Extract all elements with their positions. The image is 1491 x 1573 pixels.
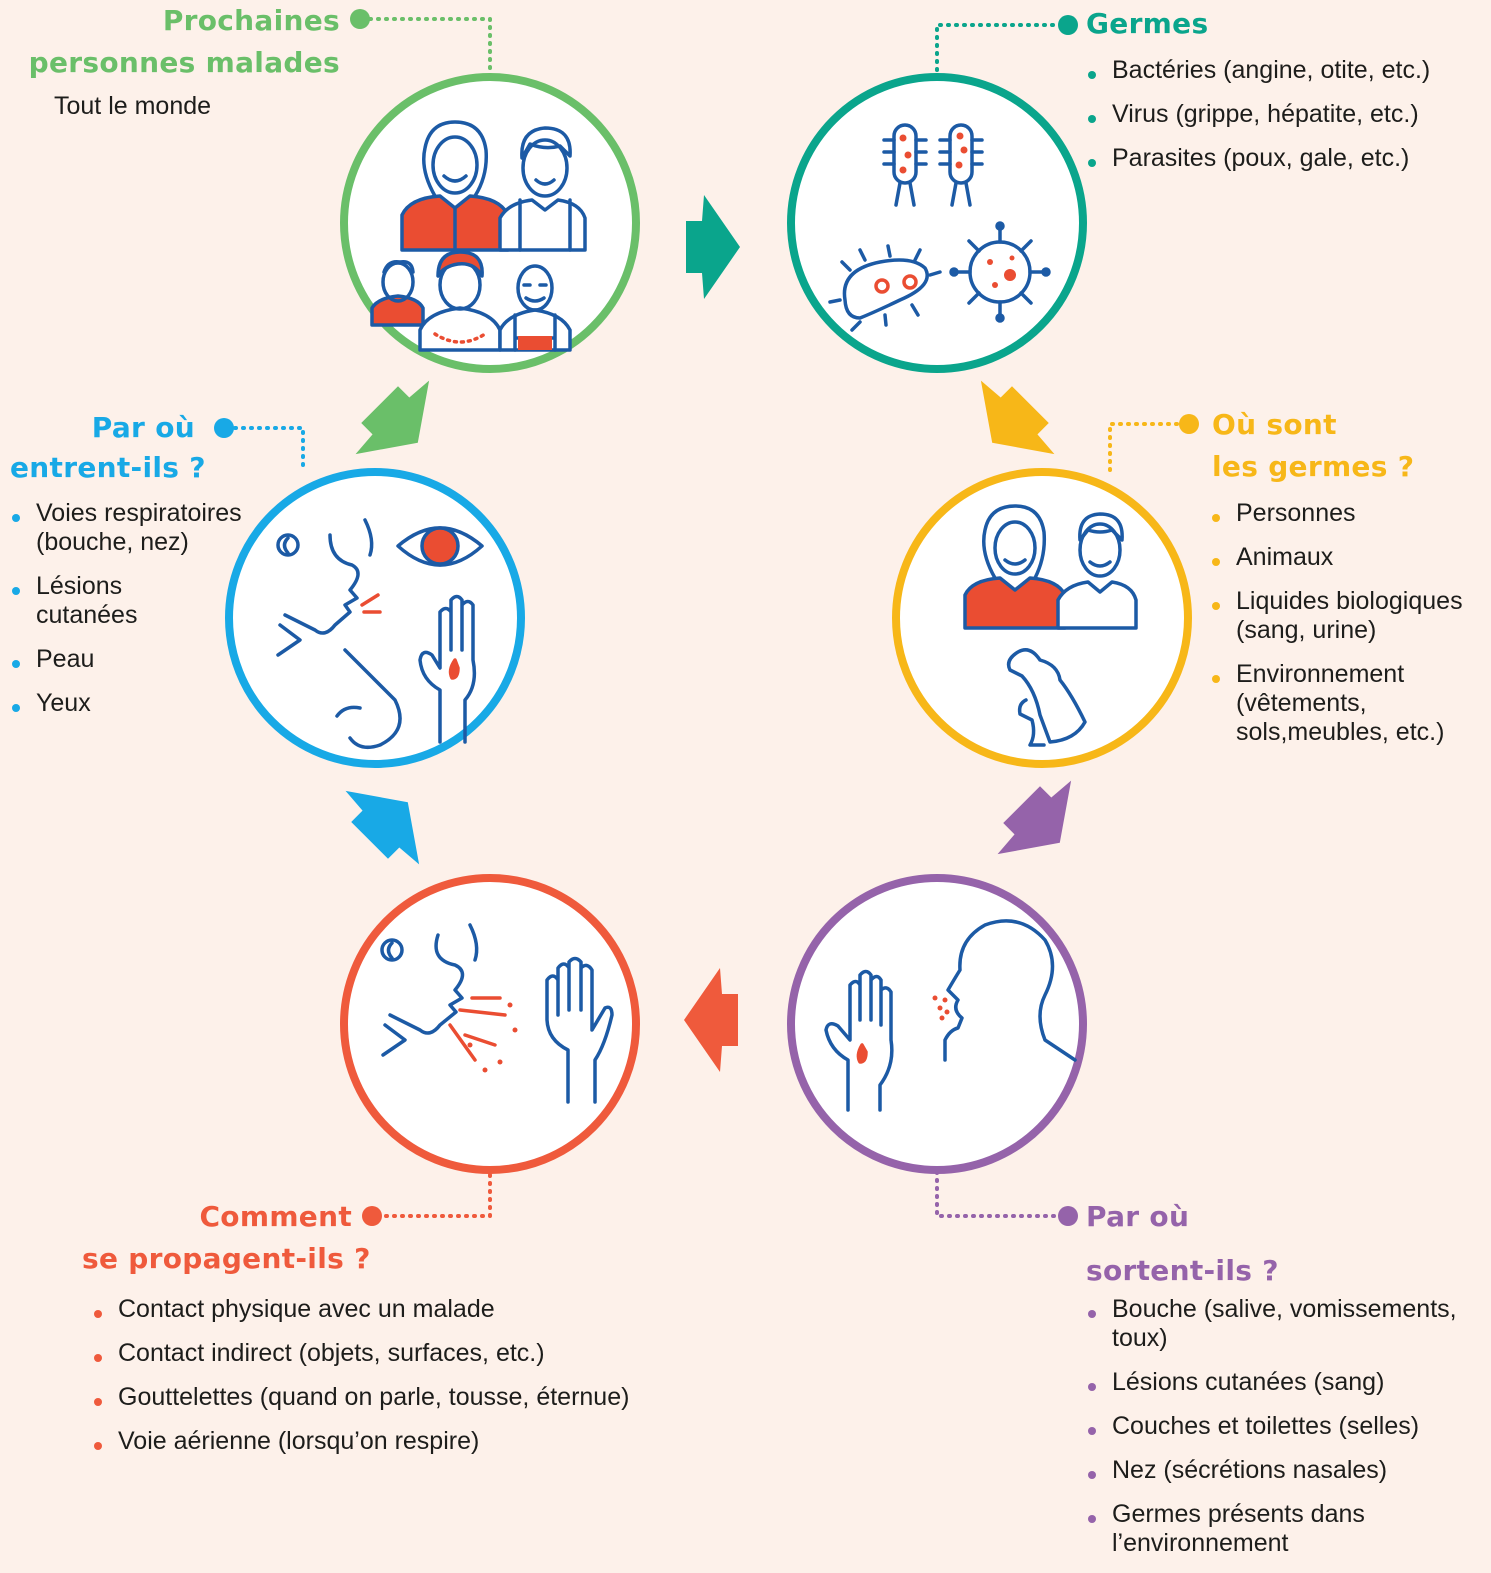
where-germs-title-line1: Où sont xyxy=(1212,408,1337,441)
list-item: Couches et toilettes (selles) xyxy=(1086,1412,1457,1441)
people-and-dog-icon xyxy=(963,504,1138,747)
exit-title: Par où sortent-ils ? xyxy=(1086,1196,1279,1292)
connector-spread xyxy=(368,1170,492,1218)
next-people-title: Prochaines personnes malades xyxy=(0,0,340,84)
where-germs-title-line2: les germes ? xyxy=(1212,450,1415,483)
next-people-title-line2: personnes malades xyxy=(28,46,340,79)
list-item: Environnement (vêtements, sols,meubles, … xyxy=(1210,660,1463,747)
list-item: Contact indirect (objets, surfaces, etc.… xyxy=(92,1339,629,1368)
next-people-title-line1: Prochaines xyxy=(162,4,340,37)
arrow-red-to-blue xyxy=(345,790,420,865)
dot-next-people xyxy=(350,9,370,29)
list-item: Voie aérienne (lorsqu’on respire) xyxy=(92,1427,629,1456)
exit-title-line1: Par où xyxy=(1086,1200,1190,1233)
list-item: Yeux xyxy=(10,689,242,718)
list-item: Bactéries (angine, otite, etc.) xyxy=(1086,56,1430,85)
list-item: Virus (grippe, hépatite, etc.) xyxy=(1086,100,1430,129)
circle-entry xyxy=(225,468,525,768)
exit-list: Bouche (salive, vomissements, toux) Lési… xyxy=(1086,1295,1457,1573)
dot-exit xyxy=(1058,1206,1078,1226)
connector-where-germs xyxy=(1108,422,1182,472)
exit-title-line2: sortent-ils ? xyxy=(1086,1254,1279,1287)
list-item: Liquides biologiques (sang, urine) xyxy=(1210,587,1463,645)
dot-germs xyxy=(1058,15,1078,35)
list-item: Voies respiratoires (bouche, nez) xyxy=(10,499,242,557)
list-item: Personnes xyxy=(1210,499,1463,528)
dot-where-germs xyxy=(1179,414,1199,434)
spread-title-line1: Comment xyxy=(199,1200,352,1233)
list-item: Lésions cutanées xyxy=(10,572,242,630)
where-germs-title: Où sont les germes ? xyxy=(1212,404,1414,488)
list-item: Lésions cutanées (sang) xyxy=(1086,1368,1457,1397)
circle-spread xyxy=(340,874,640,1174)
list-item: Animaux xyxy=(1210,543,1463,572)
group-of-people-icon xyxy=(370,120,587,352)
germs-list: Bactéries (angine, otite, etc.) Virus (g… xyxy=(1086,56,1430,188)
spread-list: Contact physique avec un malade Contact … xyxy=(92,1295,629,1471)
sneeze-and-hand-icon xyxy=(380,923,614,1104)
arrow-green-to-teal xyxy=(686,195,740,299)
dot-spread xyxy=(362,1206,382,1226)
circle-exit xyxy=(787,874,1087,1174)
arrow-teal-to-yellow xyxy=(980,380,1055,455)
where-germs-list: Personnes Animaux Liquides biologiques (… xyxy=(1210,499,1463,762)
list-item: Gouttelettes (quand on parle, tousse, ét… xyxy=(92,1383,629,1412)
circle-germs xyxy=(787,73,1087,373)
connector-germs xyxy=(935,23,1060,80)
arrow-purple-to-red xyxy=(684,968,738,1072)
face-eye-hand-icon xyxy=(276,518,484,750)
dot-entry xyxy=(214,418,234,438)
head-cough-and-wounded-hand-icon xyxy=(824,919,1077,1112)
entry-title-line1: Par où xyxy=(91,411,195,444)
connector-exit xyxy=(935,1170,1060,1218)
connector-next-people xyxy=(368,17,492,80)
arrow-yellow-to-purple xyxy=(997,780,1072,855)
connector-entry xyxy=(233,426,305,472)
list-item: Bouche (salive, vomissements, toux) xyxy=(1086,1295,1457,1353)
list-item: Parasites (poux, gale, etc.) xyxy=(1086,144,1430,173)
next-people-subtitle: Tout le monde xyxy=(54,92,212,120)
entry-title-line2: entrent-ils ? xyxy=(10,451,206,484)
list-item: Nez (sécrétions nasales) xyxy=(1086,1456,1457,1485)
entry-list: Voies respiratoires (bouche, nez) Lésion… xyxy=(10,499,242,733)
list-item: Germes présents dans l’environnement xyxy=(1086,1500,1457,1558)
list-item: Contact physique avec un malade xyxy=(92,1295,629,1324)
germs-title: Germes xyxy=(1086,7,1209,40)
germs-icon xyxy=(828,123,1051,332)
spread-title-line2: se propagent-ils ? xyxy=(82,1242,371,1275)
arrow-blue-to-green xyxy=(355,380,430,455)
list-item: Peau xyxy=(10,645,242,674)
